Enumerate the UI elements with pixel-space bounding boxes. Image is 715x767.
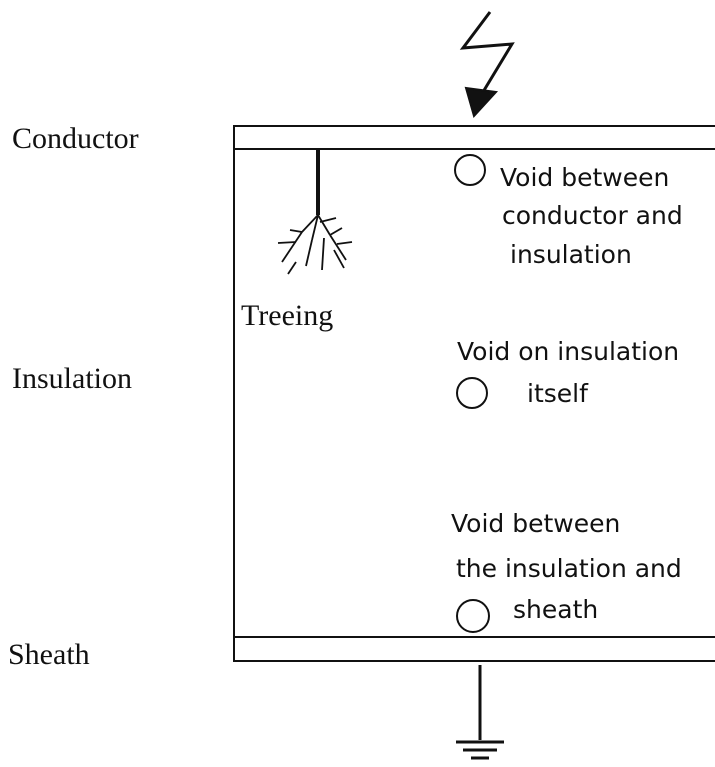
label-conductor: Conductor (12, 122, 139, 155)
void-label-conductor-line2: conductor and (502, 201, 683, 230)
void-label-itself-line1: Void on insulation (457, 337, 679, 366)
label-sheath: Sheath (8, 638, 90, 671)
void-label-itself-line2: itself (527, 379, 589, 408)
ground-icon (456, 665, 504, 760)
sheath-layer (233, 636, 715, 662)
void-label-sheath-line3: sheath (513, 595, 598, 624)
void-insulation-itself (456, 377, 488, 409)
void-label-conductor-line3: insulation (510, 240, 632, 269)
conductor-layer (233, 125, 715, 150)
void-insulation-sheath (456, 599, 490, 633)
label-insulation: Insulation (12, 362, 132, 395)
treeing-icon (277, 150, 353, 275)
void-label-sheath-line1: Void between (451, 509, 620, 538)
void-label-sheath-line2: the insulation and (456, 554, 682, 583)
void-label-conductor-line1: Void between (500, 163, 669, 192)
lightning-bolt-icon (459, 11, 515, 118)
void-conductor-insulation (454, 154, 486, 186)
label-treeing: Treeing (241, 299, 333, 332)
